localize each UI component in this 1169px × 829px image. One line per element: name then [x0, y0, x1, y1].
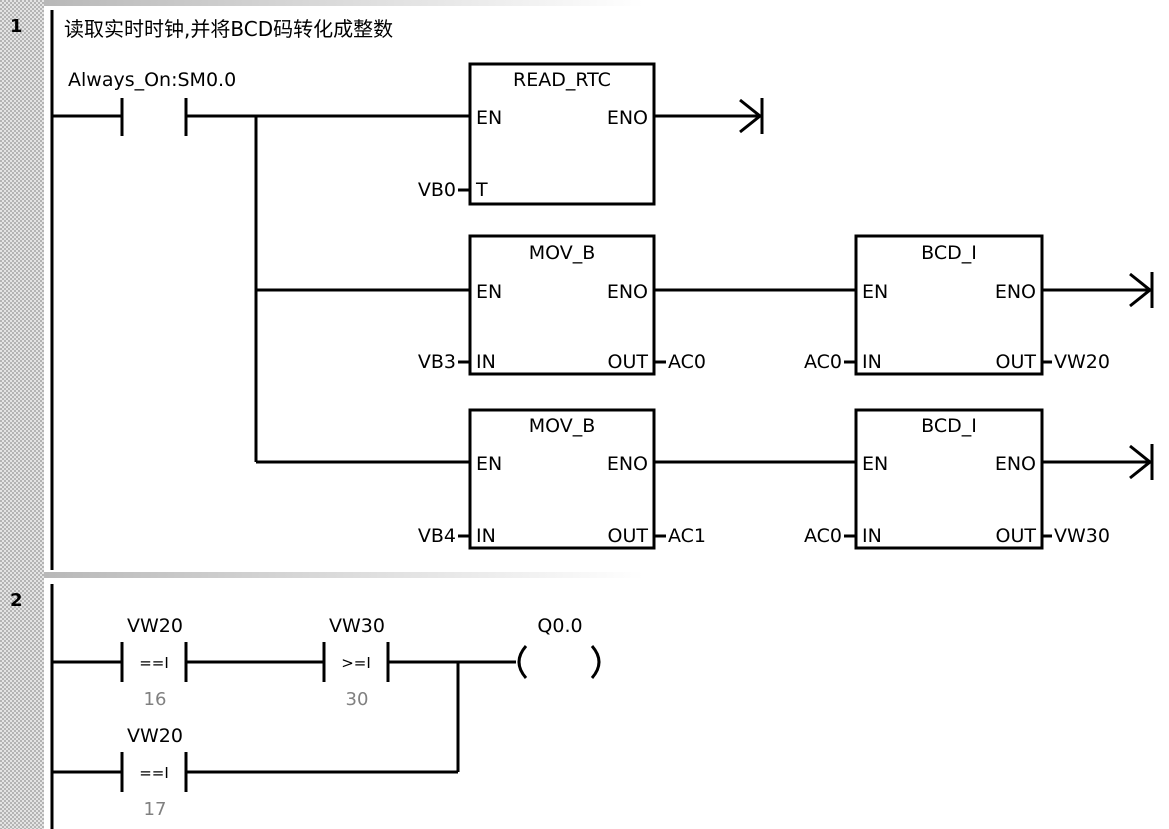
t-operand[interactable]: VB0: [418, 179, 456, 201]
t-pin: T: [475, 179, 488, 201]
compare-value[interactable]: 17: [144, 799, 167, 820]
in-operand[interactable]: VB3: [418, 351, 456, 373]
in-pin: IN: [476, 351, 496, 373]
en-pin: EN: [862, 453, 888, 475]
network-number: 1: [10, 16, 23, 37]
in-pin: IN: [476, 525, 496, 547]
out-operand[interactable]: AC0: [668, 351, 706, 373]
network-2[interactable]: 2 VW20 ==I 16 VW30 >=I 30 Q0.0: [10, 584, 601, 829]
compare-operator: ==I: [139, 654, 169, 672]
network-number: 2: [10, 590, 23, 611]
box-title: MOV_B: [529, 415, 596, 437]
bcd-i-box-1[interactable]: BCD_I EN ENO IN OUT AC0 VW20: [804, 234, 1110, 376]
compare-operator: ==I: [139, 764, 169, 782]
compare-value[interactable]: 30: [346, 689, 369, 710]
network-separator: [44, 572, 644, 578]
en-pin: EN: [476, 453, 502, 475]
out-pin: OUT: [996, 525, 1037, 547]
eno-pin: ENO: [995, 281, 1036, 303]
out-operand[interactable]: VW20: [1054, 351, 1110, 373]
en-pin: EN: [862, 281, 888, 303]
network-1[interactable]: 1 读取实时时钟,并将BCD码转化成整数 Always_On:SM0.0 REA…: [10, 10, 1154, 570]
compare-contact-3[interactable]: VW20 ==I 17: [52, 725, 188, 820]
mov-b-box-1[interactable]: MOV_B EN ENO IN OUT VB3 AC0: [418, 234, 706, 376]
en-pin: EN: [476, 107, 502, 129]
out-operand[interactable]: VW30: [1054, 525, 1110, 547]
out-pin: OUT: [996, 351, 1037, 373]
compare-value[interactable]: 16: [144, 689, 167, 710]
eno-pin: ENO: [607, 453, 648, 475]
out-pin: OUT: [608, 351, 649, 373]
contact-always-on[interactable]: Always_On:SM0.0: [52, 69, 236, 136]
en-pin: EN: [476, 281, 502, 303]
contact-address: Always_On:SM0.0: [68, 69, 236, 91]
box-title: BCD_I: [921, 415, 977, 437]
output-terminator-icon: [1129, 272, 1154, 308]
coil-address: Q0.0: [537, 615, 582, 637]
contact-address: VW20: [127, 615, 183, 637]
in-operand[interactable]: VB4: [418, 525, 456, 547]
out-operand[interactable]: AC1: [668, 525, 706, 547]
compare-operator: >=I: [341, 654, 371, 672]
in-operand[interactable]: AC0: [804, 525, 842, 547]
in-pin: IN: [862, 351, 882, 373]
coil-icon: [517, 645, 528, 679]
box-title: READ_RTC: [513, 69, 611, 91]
output-coil[interactable]: Q0.0: [517, 615, 601, 679]
bcd-i-box-2[interactable]: BCD_I EN ENO IN OUT AC0 VW30: [804, 408, 1110, 550]
contact-address: VW30: [329, 615, 385, 637]
output-terminator-icon: [1129, 444, 1154, 480]
eno-pin: ENO: [607, 281, 648, 303]
box-title: MOV_B: [529, 242, 596, 264]
out-pin: OUT: [608, 525, 649, 547]
network-margin: [0, 0, 44, 829]
read-rtc-box[interactable]: READ_RTC EN ENO T VB0: [418, 62, 656, 206]
eno-pin: ENO: [995, 453, 1036, 475]
network-comment[interactable]: 读取实时时钟,并将BCD码转化成整数: [64, 17, 393, 41]
output-terminator-icon: [739, 98, 764, 134]
in-pin: IN: [862, 525, 882, 547]
compare-contact-1[interactable]: VW20 ==I 16: [52, 615, 188, 710]
box-title: BCD_I: [921, 242, 977, 264]
compare-contact-2[interactable]: VW30 >=I 30: [322, 615, 390, 710]
mov-b-box-2[interactable]: MOV_B EN ENO IN OUT VB4 AC1: [418, 408, 706, 550]
contact-address: VW20: [127, 725, 183, 747]
in-operand[interactable]: AC0: [804, 351, 842, 373]
eno-pin: ENO: [607, 107, 648, 129]
